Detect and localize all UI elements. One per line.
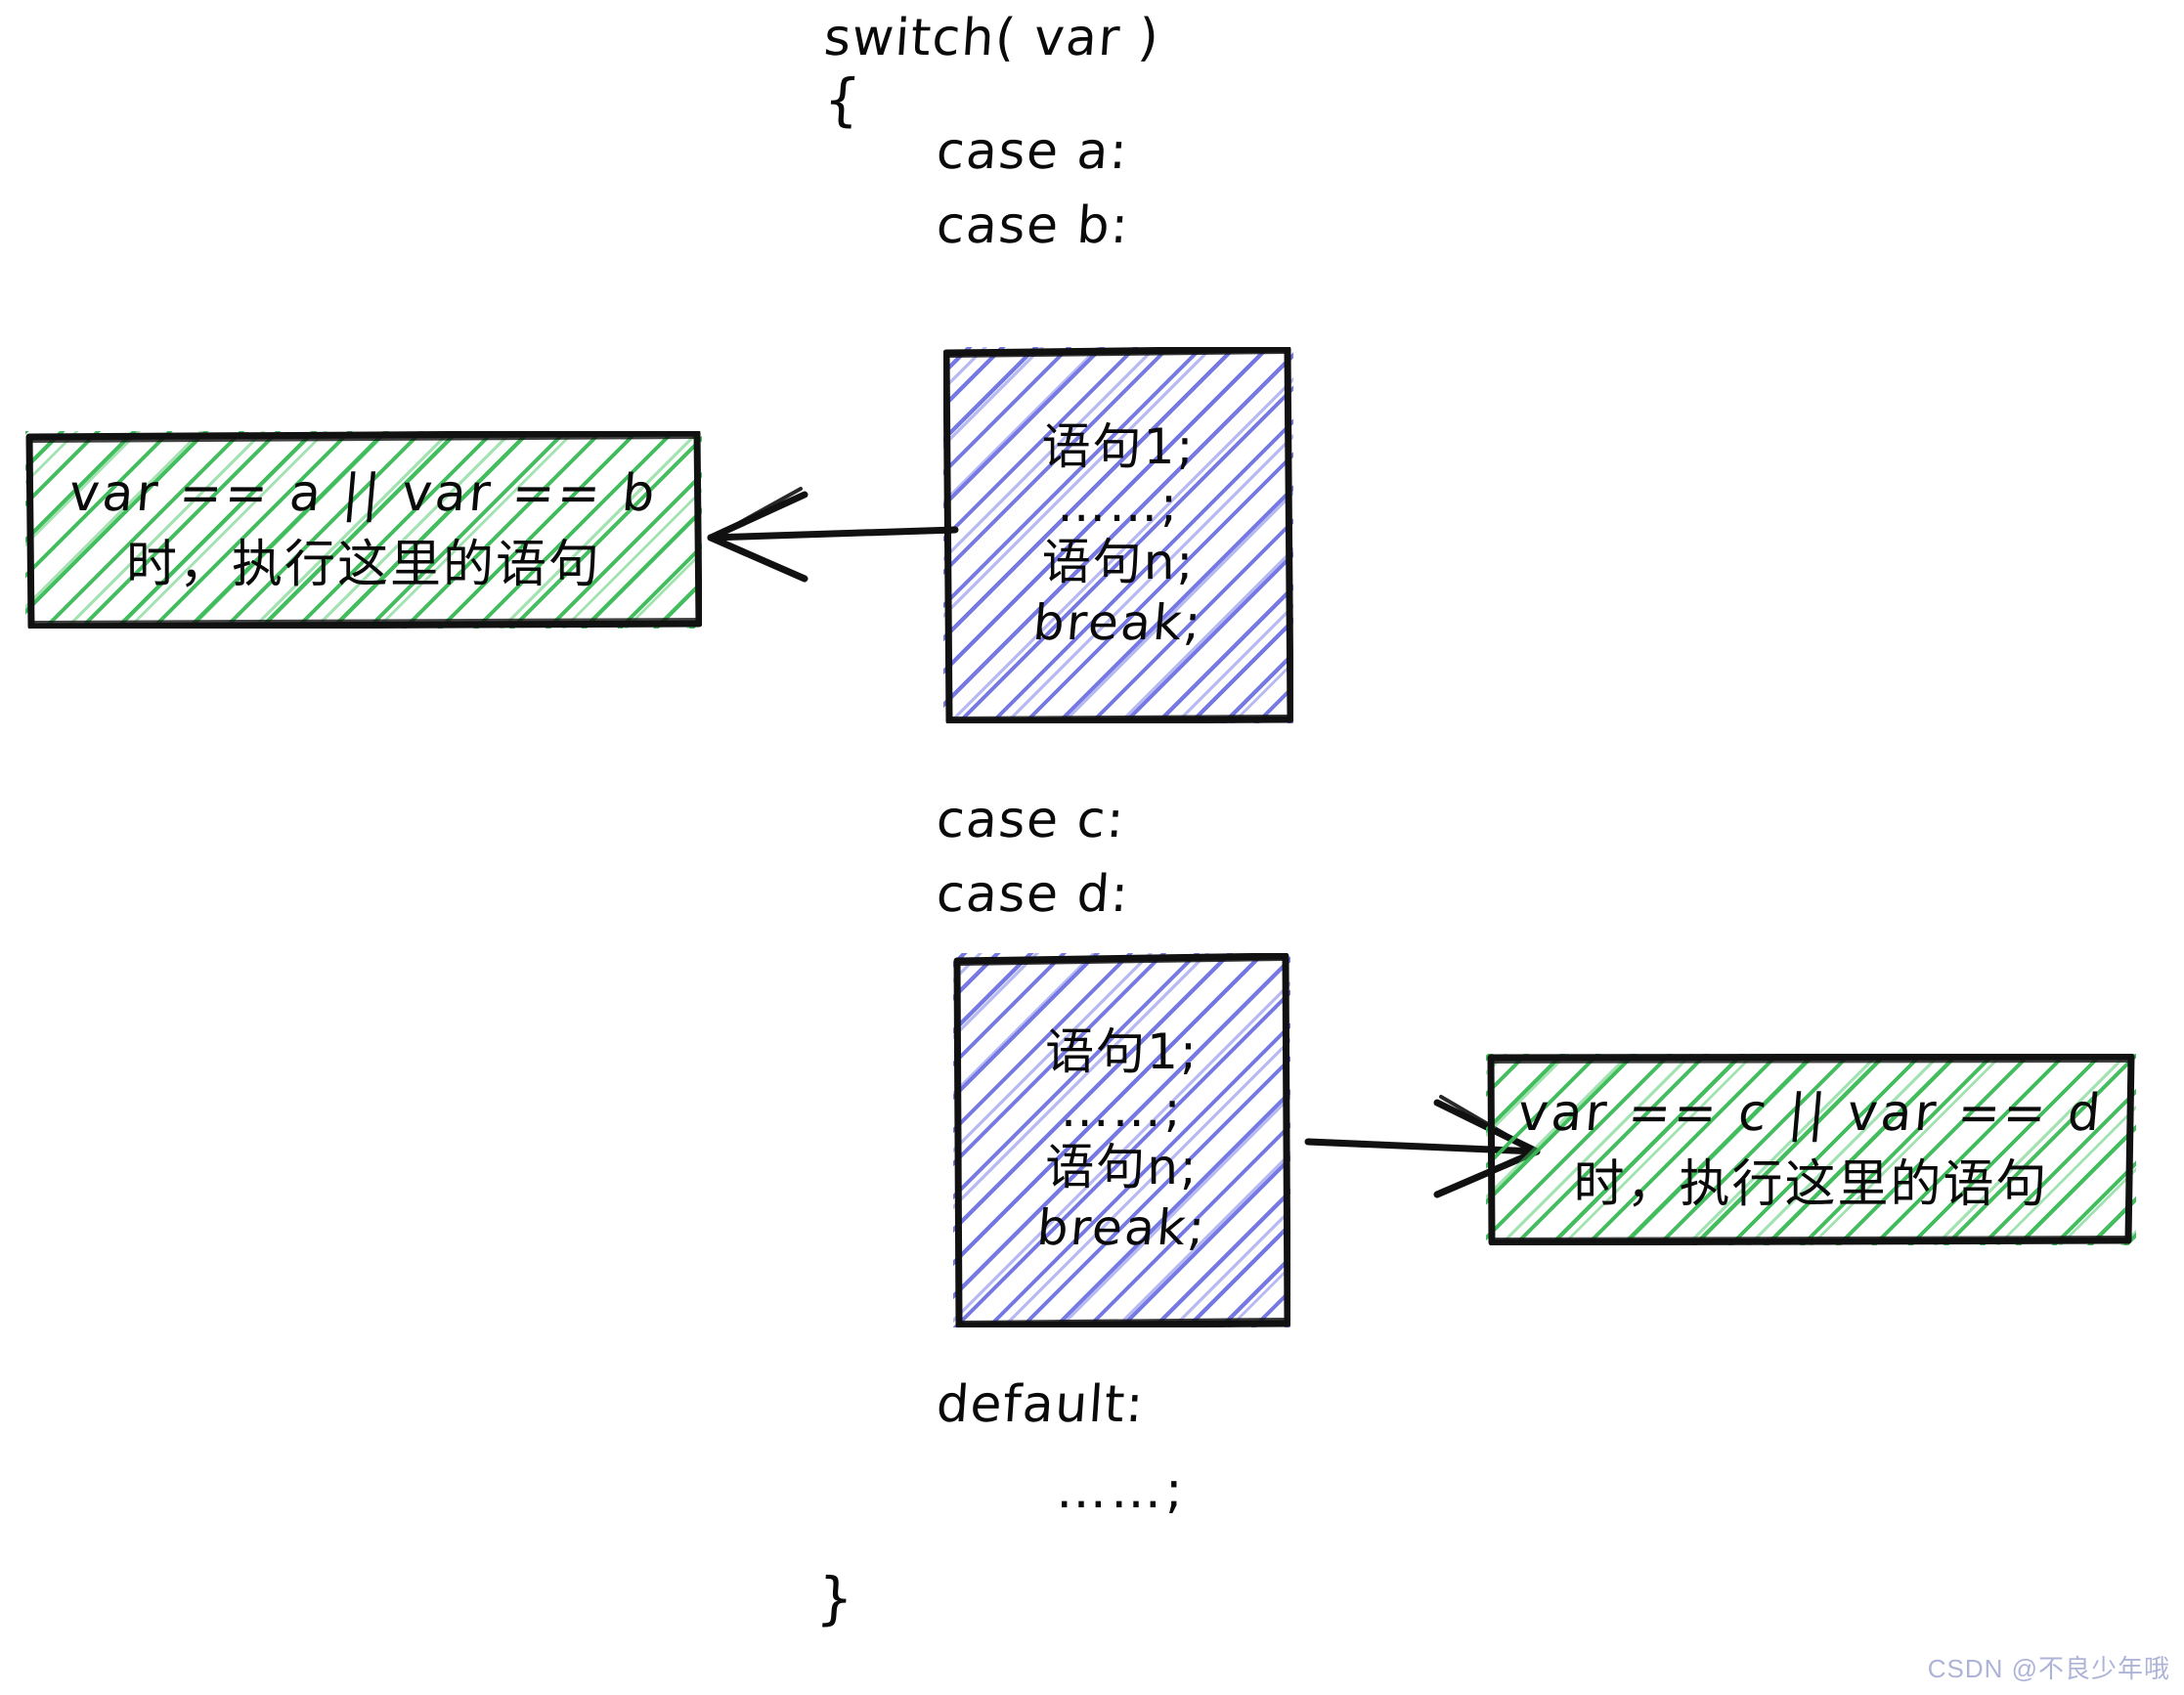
statement-1-line-2: ……; <box>1057 475 1180 533</box>
statement-2-line-3: 语句n; <box>1045 1138 1199 1195</box>
statement-block-1: 语句1; ……; 语句n; break; <box>943 347 1293 723</box>
annotation-2-line-1: var == c || var == d <box>1515 1083 2107 1143</box>
case-label-b: case b: <box>935 196 1132 255</box>
close-brace-text: } <box>814 1565 857 1631</box>
statement-2-line-2: ……; <box>1060 1080 1184 1138</box>
annotation-box-2: var == c || var == d 时，执行这里的语句 <box>1486 1054 2136 1245</box>
arrow-left-icon <box>707 487 959 583</box>
annotation-1-line-2: 时，执行这里的语句 <box>125 535 601 594</box>
default-body-text: ……; <box>1056 1461 1187 1520</box>
statement-1-line-3: 语句n; <box>1041 533 1196 590</box>
default-label: default: <box>935 1375 1147 1434</box>
statement-block-2: 语句1; ……; 语句n; break; <box>953 953 1290 1327</box>
switch-header-text: switch( var ) <box>822 9 1162 67</box>
case-label-d: case d: <box>935 865 1132 924</box>
open-brace-text: { <box>821 66 864 133</box>
statement-2-line-4: break; <box>1034 1199 1209 1257</box>
statement-1-line-4: break; <box>1030 594 1206 652</box>
annotation-2-line-2: 时，执行这里的语句 <box>1573 1154 2049 1214</box>
statement-2-line-1: 语句1; <box>1045 1023 1199 1081</box>
case-label-a: case a: <box>935 122 1131 181</box>
annotation-box-1: var == a || var == b 时，执行这里的语句 <box>25 431 702 629</box>
annotation-1-line-1: var == a || var == b <box>66 463 661 523</box>
statement-1-line-1: 语句1; <box>1041 418 1196 476</box>
case-label-c: case c: <box>935 791 1127 849</box>
csdn-watermark: CSDN @不良少年哦 <box>1927 1654 2170 1683</box>
